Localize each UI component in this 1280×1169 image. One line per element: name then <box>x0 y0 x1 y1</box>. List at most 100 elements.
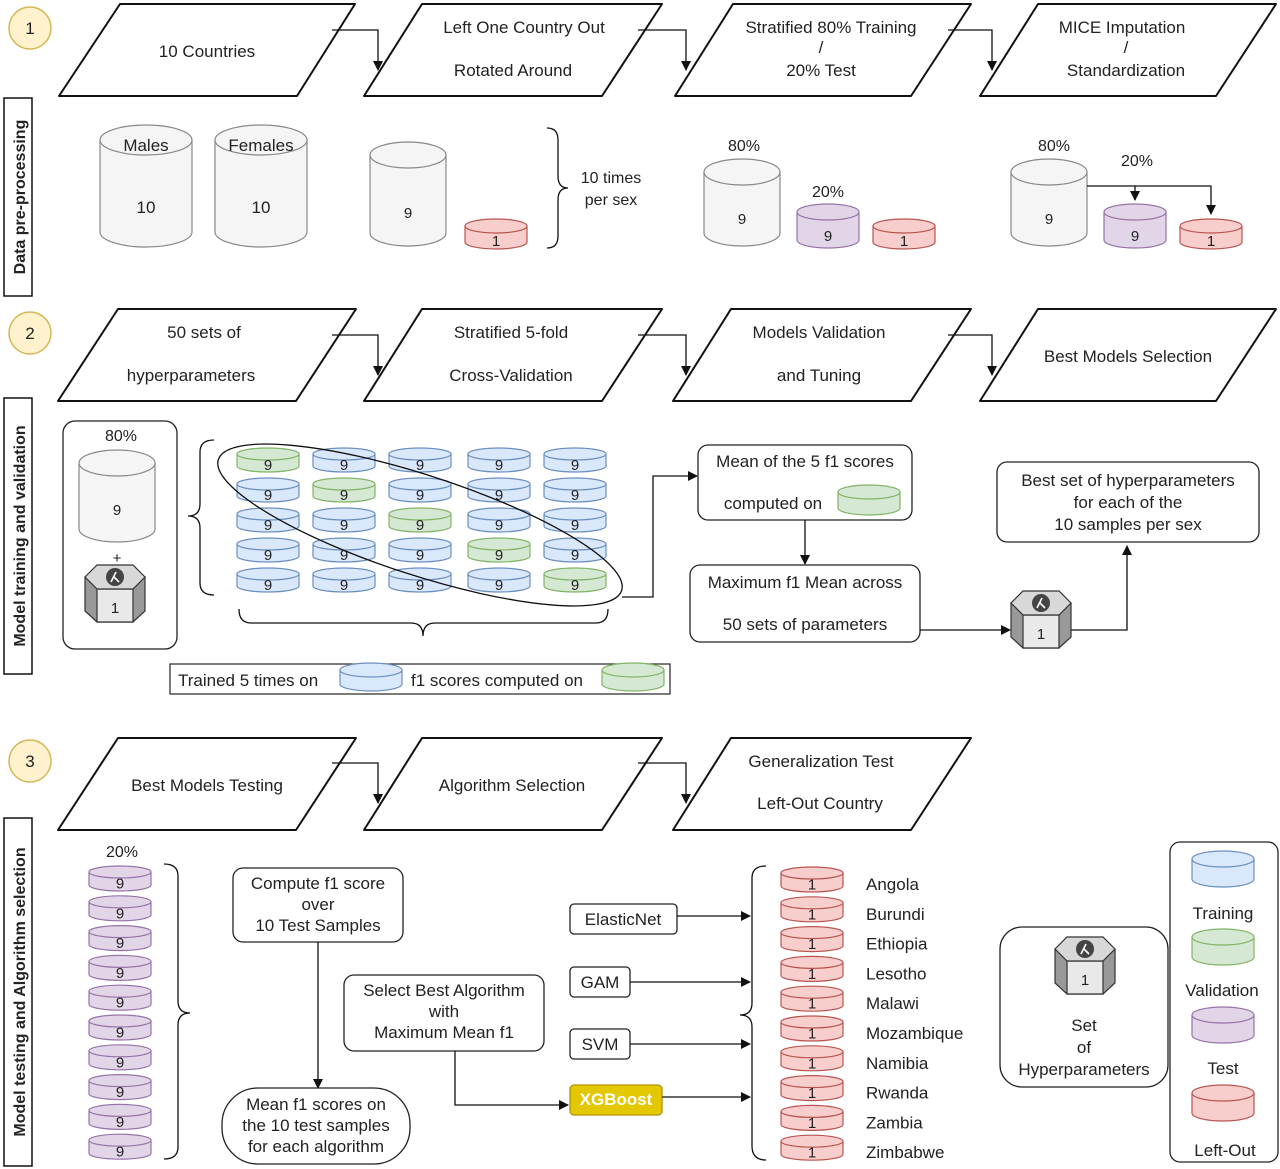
fold-r1-c5-label: 9 <box>571 457 579 474</box>
svg-text:10: 10 <box>137 198 156 217</box>
fold-r5-c2-label: 9 <box>340 577 348 594</box>
country-rwanda: Rwanda <box>866 1084 929 1103</box>
svg-text:9: 9 <box>113 502 121 519</box>
country-ethiopia: Ethiopia <box>866 935 928 954</box>
parallelogram-stratified-split: Stratified 80% Training / 20% Test <box>674 3 972 97</box>
fold-r2-c1-label: 9 <box>264 487 272 504</box>
fold-r5-c2: 9 <box>312 567 376 594</box>
svg-text:and Tuning: and Tuning <box>777 366 861 385</box>
parallelogram-validation-tuning: Models Validation and Tuning <box>672 308 972 402</box>
left-out-9-label: 1 <box>808 1115 816 1132</box>
fold-r5-c4: 9 <box>467 567 531 594</box>
label-10-times: 10 times <box>581 170 641 187</box>
test-sample-5-label: 9 <box>116 995 124 1012</box>
left-out-5: 1 <box>780 985 844 1013</box>
fold-r4-c3: 9 <box>388 537 452 564</box>
svg-text:/: / <box>819 38 824 57</box>
svg-text:9: 9 <box>1131 228 1139 245</box>
brace-test-stack <box>163 863 191 1160</box>
svg-text:Rotated Around: Rotated Around <box>454 61 572 80</box>
parallelogram-50-sets: 50 sets of hyperparameters <box>57 308 357 402</box>
test-sample-9: 9 <box>88 1103 152 1131</box>
svg-text:9: 9 <box>738 211 746 228</box>
fold-r2-c1: 9 <box>236 477 300 504</box>
label-80-mice: 80% <box>1038 138 1070 155</box>
parallelogram-generalization: Generalization Test Left-Out Country <box>672 737 972 831</box>
section-label-testing: Model testing and Algorithm selection <box>3 817 33 1167</box>
left-out-8-label: 1 <box>808 1085 816 1102</box>
svg-text:Model training and validation: Model training and validation <box>12 425 29 646</box>
svg-text:1: 1 <box>1207 233 1215 250</box>
diagonal-validation-ellipse <box>217 443 623 607</box>
svg-text:Select Best Algorithm: Select Best Algorithm <box>363 981 525 1000</box>
algo-xgboost: XGBoost <box>569 1084 663 1116</box>
cylinder-train-mice: 9 <box>1010 158 1088 247</box>
svg-text:50 sets of parameters: 50 sets of parameters <box>723 615 887 634</box>
test-sample-10: 9 <box>88 1133 152 1161</box>
brace-left-out <box>739 865 767 1161</box>
trained-f1-legend: Trained 5 times on <box>169 663 671 695</box>
test-sample-2-label: 9 <box>116 905 124 922</box>
country-malawi: Malawi <box>866 994 919 1013</box>
parallelogram-10-countries: 10 Countries <box>58 3 356 97</box>
left-out-7: 1 <box>780 1045 844 1072</box>
fold-r4-c3-label: 9 <box>416 547 424 564</box>
svg-text:with: with <box>428 1002 459 1021</box>
svg-text:2: 2 <box>25 324 34 343</box>
legend-set-box: Set of Hyperparameters <box>999 926 1169 1088</box>
algo-gam: GAM <box>569 966 631 998</box>
label-20-test: 20% <box>106 844 138 861</box>
test-sample-8-label: 9 <box>116 1084 124 1101</box>
svg-text:over: over <box>301 895 334 914</box>
fold-r1-c2: 9 <box>312 447 376 474</box>
fold-r2-c3-label: 9 <box>416 487 424 504</box>
svg-text:Stratified 80% Training: Stratified 80% Training <box>745 18 916 37</box>
svg-text:50 sets of: 50 sets of <box>167 323 241 342</box>
section-label-training: Model training and validation <box>3 397 33 675</box>
country-angola: Angola <box>866 875 919 894</box>
legend-blue-cylinder <box>339 662 403 692</box>
cylinder-nine-countries: 9 <box>369 141 447 247</box>
fold-r3-c3: 9 <box>388 507 452 534</box>
svg-text:/: / <box>1124 38 1129 57</box>
svg-text:Trained 5 times on: Trained 5 times on <box>178 671 318 690</box>
select-best-algorithm-box: Select Best Algorithm with Maximum Mean … <box>343 974 545 1052</box>
svg-text:for each of the: for each of the <box>1074 493 1183 512</box>
svg-text:Set: Set <box>1071 1016 1097 1035</box>
cylinder-train-80: 9 <box>703 158 781 247</box>
svg-text:3: 3 <box>25 752 34 771</box>
test-sample-6: 9 <box>88 1014 152 1042</box>
algo-svm: SVM <box>569 1028 631 1060</box>
svg-text:Algorithm Selection: Algorithm Selection <box>439 776 585 795</box>
left-out-2: 1 <box>780 896 844 923</box>
legend-training: Training <box>1193 904 1254 923</box>
svg-text:+: + <box>113 550 122 567</box>
fold-r4-c4-label: 9 <box>495 547 503 564</box>
svg-text:computed on: computed on <box>724 494 822 513</box>
label-per-sex: per sex <box>585 192 637 209</box>
svg-text:Model testing and Algorithm se: Model testing and Algorithm selection <box>12 847 29 1136</box>
brace-folds-left <box>187 439 215 596</box>
fold-r2-c5-label: 9 <box>571 487 579 504</box>
country-burundi: Burundi <box>866 905 925 924</box>
left-out-2-label: 1 <box>808 906 816 923</box>
fold-r4-c2-label: 9 <box>340 547 348 564</box>
left-out-7-label: 1 <box>808 1055 816 1072</box>
left-out-9: 1 <box>780 1104 844 1132</box>
step-1-badge: 1 <box>8 6 52 50</box>
svg-text:Mean of the 5 f1 scores: Mean of the 5 f1 scores <box>716 452 894 471</box>
hex-b-label: 1 <box>1037 626 1045 643</box>
fold-r4-c2: 9 <box>312 537 376 564</box>
test-sample-10-label: 9 <box>116 1144 124 1161</box>
svg-text:SVM: SVM <box>582 1035 619 1054</box>
country-lesotho: Lesotho <box>866 964 927 983</box>
svg-text:Mean f1 scores on: Mean f1 scores on <box>246 1095 386 1114</box>
parallelogram-best-testing: Best Models Testing <box>57 737 357 831</box>
left-out-6-label: 1 <box>808 1026 816 1043</box>
svg-text:Models Validation: Models Validation <box>753 323 886 342</box>
legend-training-cylinder <box>1191 850 1255 888</box>
model-icon-legend: 1 <box>1054 936 1116 995</box>
fold-r5-c3: 9 <box>388 567 452 594</box>
label-80-split: 80% <box>728 138 760 155</box>
